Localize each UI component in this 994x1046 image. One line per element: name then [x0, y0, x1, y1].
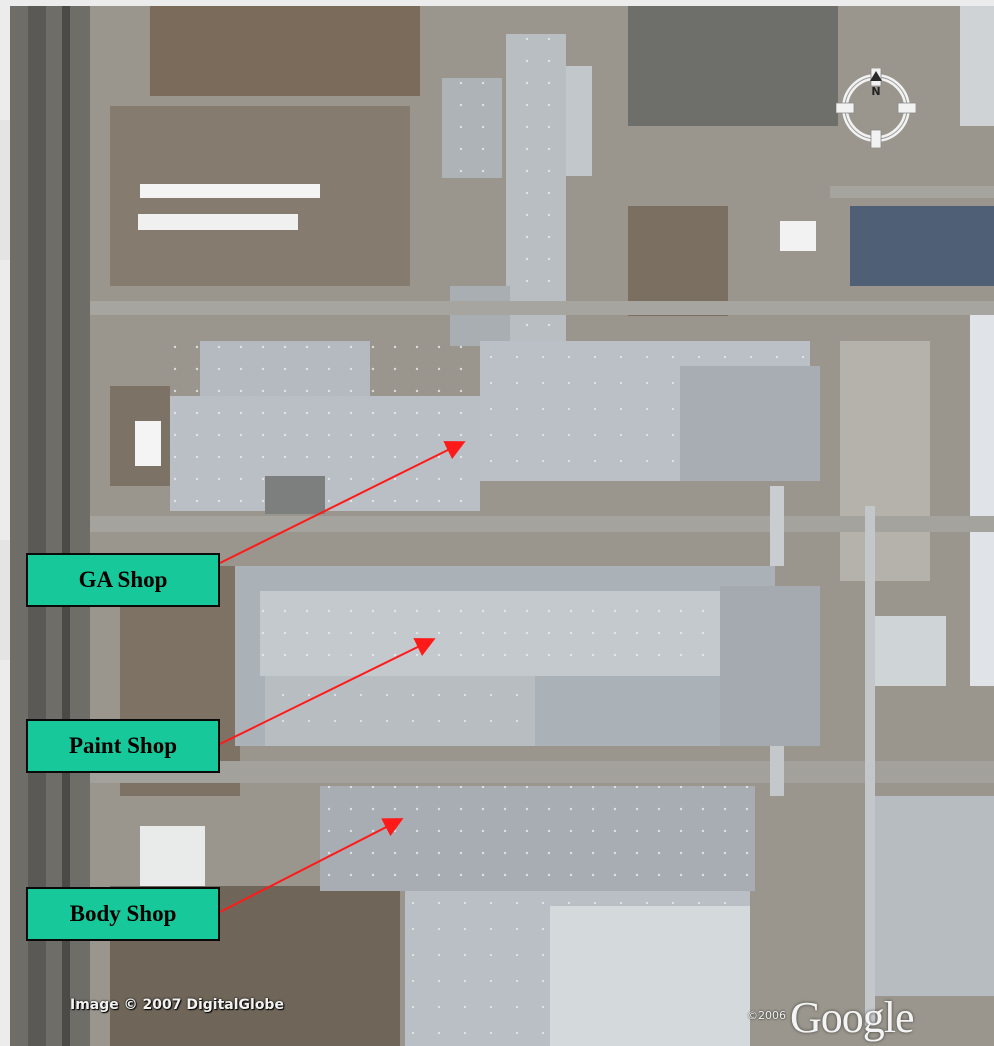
map-provider-logo: Google [790, 993, 915, 1042]
ga-shop-label: GA Shop [26, 553, 220, 607]
compass-rose-icon[interactable]: N [836, 68, 916, 148]
side-panel-edge-upper [0, 120, 10, 260]
compass-north-label: N [871, 85, 880, 98]
side-panel-edge-lower [0, 540, 10, 660]
body-shop-label: Body Shop [26, 887, 220, 941]
imagery-credit: Image © 2007 DigitalGlobe [70, 997, 284, 1013]
paint-shop-label: Paint Shop [26, 719, 220, 773]
copyright-year: ©2006 [747, 1009, 786, 1022]
